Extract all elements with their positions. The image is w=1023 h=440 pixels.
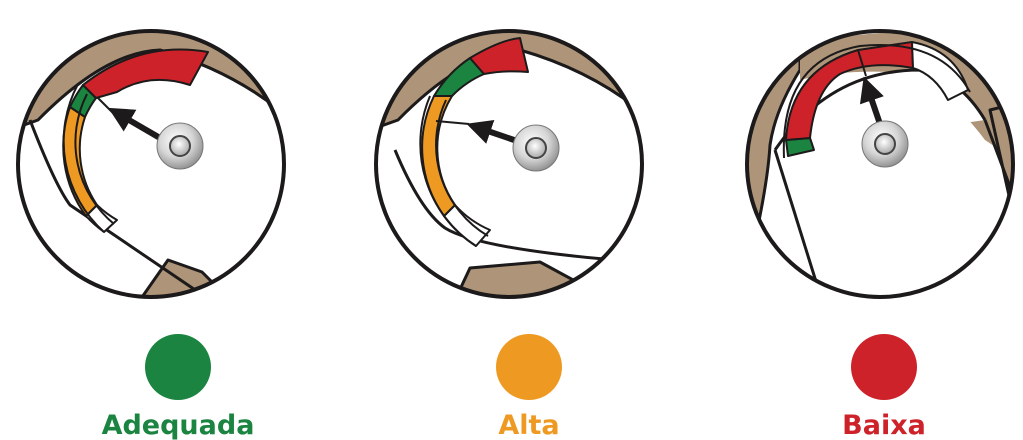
status-dot xyxy=(851,334,917,400)
gauge-alta: Alta xyxy=(370,0,680,440)
status-dot xyxy=(496,334,562,400)
hub-knob xyxy=(157,123,203,169)
gauge-adequada: Adequada xyxy=(10,0,320,440)
gauge-baixa: Baixa xyxy=(730,20,1023,440)
gauge-label: Alta xyxy=(498,410,559,440)
gauge-label: Baixa xyxy=(842,410,926,440)
status-dot xyxy=(145,334,211,400)
gauge-label: Adequada xyxy=(102,410,255,440)
hub-knob xyxy=(862,121,908,167)
hub-knob xyxy=(513,125,559,171)
